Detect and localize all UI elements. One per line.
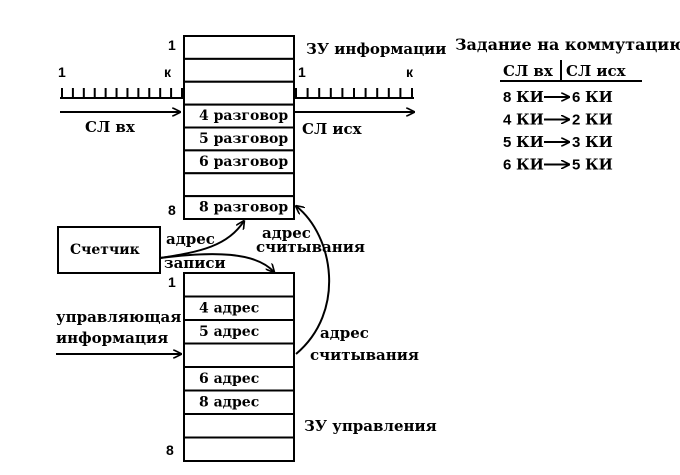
info-memory-cell [183,57,295,83]
info-first-index: 1 [168,37,176,53]
assignment-from-unit: КИ [516,156,544,174]
assignment-from-number: 4 [503,112,512,129]
info-memory-cell-label: 6 разговор [199,154,288,170]
assignment-title: Задание на коммутацию [455,35,680,54]
assignment-to-unit: КИ [585,111,613,129]
read-address-label-1: адрес [262,224,311,242]
info-memory-cell [183,35,295,60]
assignment-from-number: 6 [503,157,511,174]
control-memory-cell [183,413,295,439]
output-lines-bus [294,88,414,112]
info-memory: 4 разговор 5 разговор 6 разговор 8 разговор [183,35,295,220]
read-address-arrow [159,253,274,272]
assignment-from-number: 8 [503,89,511,106]
assignment-from-number: 5 [503,134,511,151]
control-memory-cell [183,436,295,462]
control-first-index: 1 [168,274,176,290]
input-start-index: 1 [58,64,66,80]
output-end-index: к [406,64,414,80]
control-memory-cell [183,272,295,298]
output-start-index: 1 [298,64,306,80]
counter-box [57,226,161,274]
assignment-to-unit: КИ [585,156,613,174]
control-last-index: 8 [166,442,174,458]
read-address-right-label-1: адрес [320,324,369,342]
control-memory-title: ЗУ управления [304,417,437,435]
control-input-label-2: информация [56,329,168,347]
info-memory-cell [183,172,295,198]
info-memory-cell-label: 5 разговор [199,131,288,147]
info-memory-cell-label: 4 разговор [199,108,288,124]
read-address-feedback-arrow [296,206,330,355]
control-memory-cell-label: 8 адрес [199,394,259,410]
control-memory-cell-label: 4 адрес [199,300,259,316]
info-last-index: 8 [168,202,176,218]
info-memory-cell [183,80,295,106]
input-lines-bus [60,88,184,112]
assignment-from-unit: КИ [516,111,544,129]
info-memory-title: ЗУ информации [306,40,446,58]
assignment-to-number: 6 [572,89,580,106]
assignment-col-out: СЛ исх [566,62,627,80]
write-address-label-1: адрес [166,230,215,248]
counter-label: Счетчик [70,242,140,258]
input-lines-label: СЛ вх [85,118,136,136]
assignment-from-unit: КИ [516,88,544,106]
write-address-label-2: записи [164,254,226,272]
read-address-label-2: считывания [256,238,365,256]
info-memory-cell-label: 8 разговор [199,200,288,216]
assignment-to-unit: КИ [585,88,613,106]
control-memory: 4 адрес 5 адрес 6 адрес 8 адрес [183,272,295,462]
control-memory-cell-label: 6 адрес [199,371,259,387]
control-memory-cell [183,342,295,368]
control-input-label-1: управляющая [56,308,181,326]
assignment-col-in: СЛ вх [503,62,554,80]
assignment-to-number: 5 [572,157,580,174]
control-memory-cell-label: 5 адрес [199,324,259,340]
assignment-to-number: 2 [572,112,580,129]
assignment-to-unit: КИ [585,133,613,151]
assignment-from-unit: КИ [516,133,544,151]
input-end-index: к [164,64,172,80]
read-address-right-label-2: считывания [310,346,419,364]
output-lines-label: СЛ исх [302,120,363,138]
assignment-to-number: 3 [572,134,580,151]
